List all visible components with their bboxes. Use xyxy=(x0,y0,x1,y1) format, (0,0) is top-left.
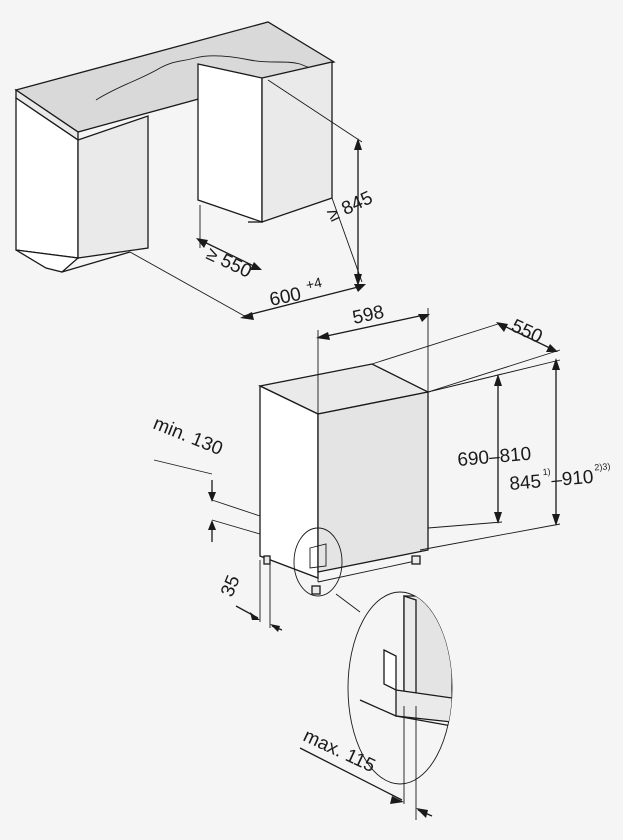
total-height-from: 845 xyxy=(509,471,542,495)
appliance-drawing xyxy=(153,308,561,632)
detail-marker xyxy=(293,527,343,597)
appliance-door xyxy=(317,391,429,573)
foot xyxy=(311,585,321,595)
right-cabinet xyxy=(197,63,263,223)
total-height-label: 845 1) –910 2)3) xyxy=(509,461,611,495)
foot-height-label: 35 xyxy=(217,572,244,599)
niche-width-tolerance: +4 xyxy=(304,274,323,293)
niche-width-label: 600 xyxy=(268,284,303,311)
total-height-to: –910 xyxy=(550,467,594,492)
min-clearance-label: min. 130 xyxy=(150,413,225,460)
niche-depth-label: ≥ 550 xyxy=(203,243,255,282)
appliance-side xyxy=(259,384,319,579)
detail-drawing xyxy=(299,591,453,820)
height-range-label: 690–810 xyxy=(457,444,533,471)
footnote-1: 1) xyxy=(542,466,551,477)
worktop-cutout xyxy=(95,55,311,101)
niche-drawing xyxy=(14,21,366,320)
footnote-2-3: 2)3) xyxy=(594,461,611,472)
max-height-label: max. 115 xyxy=(300,725,378,776)
